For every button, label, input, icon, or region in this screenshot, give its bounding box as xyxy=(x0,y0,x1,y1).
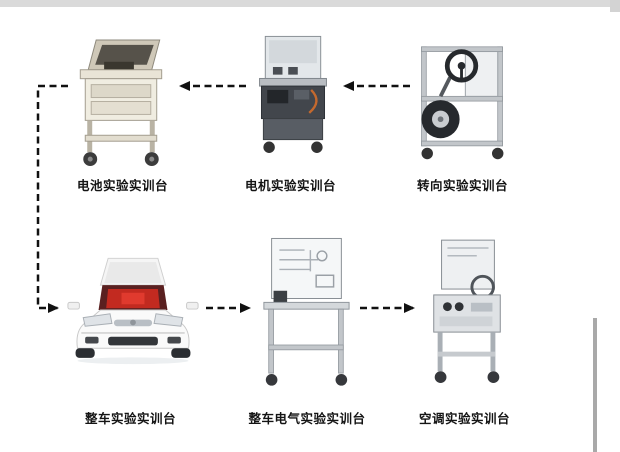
vehicle-bench-image xyxy=(67,257,199,365)
page-right-edge-line xyxy=(593,318,597,452)
vehicle-electrical-bench-image xyxy=(263,237,350,386)
page-top-right-edge xyxy=(610,0,620,12)
steering-bench-label: 转向实验实训台 xyxy=(416,179,508,193)
node-vehicle-electrical-bench xyxy=(260,236,352,392)
node-ac-bench xyxy=(422,238,512,390)
vehicle-bench-label: 整车实验实训台 xyxy=(84,412,176,426)
battery-bench-label: 电池实验实训台 xyxy=(76,179,168,193)
ac-bench-label: 空调实验实训台 xyxy=(418,412,510,426)
ac-bench-image xyxy=(433,239,501,383)
battery-bench-image xyxy=(79,39,163,167)
node-battery-bench xyxy=(70,36,170,170)
arrow-battery-to-vehicle xyxy=(36,84,68,313)
page-top-edge xyxy=(0,0,620,7)
steering-bench-image xyxy=(421,46,504,160)
node-motor-bench xyxy=(250,34,336,164)
motor-bench-image xyxy=(259,35,327,153)
vehicle-electrical-bench-label: 整车电气实验实训台 xyxy=(248,412,366,426)
node-vehicle-bench xyxy=(66,252,200,368)
motor-bench-label: 电机实验实训台 xyxy=(244,179,336,193)
node-steering-bench xyxy=(412,40,512,166)
